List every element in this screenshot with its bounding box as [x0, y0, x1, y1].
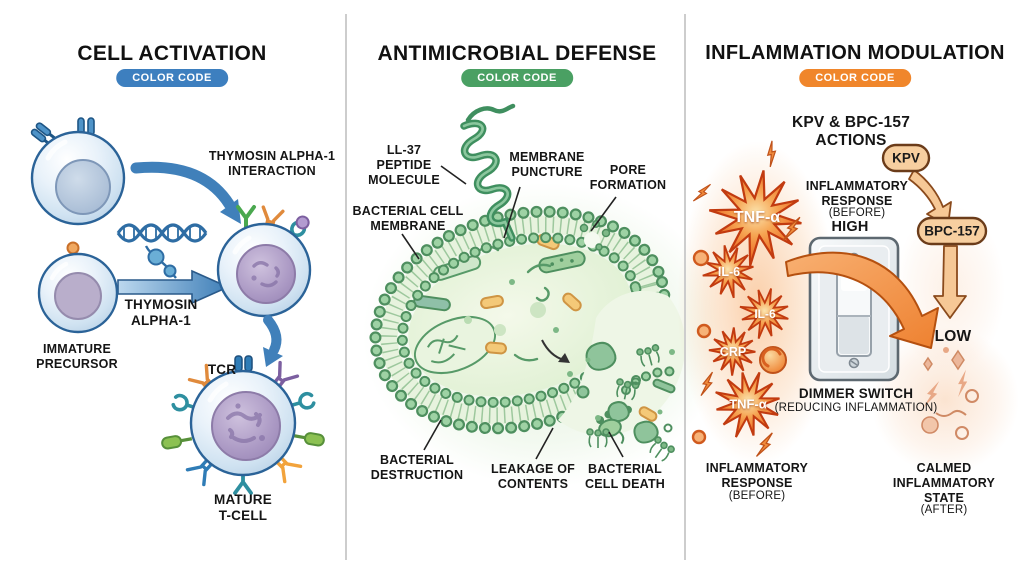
label-low: LOW	[934, 328, 972, 345]
activated-cell-icon	[216, 205, 312, 318]
label-thymosin-alpha1: THYMOSIN ALPHA-1	[124, 297, 198, 328]
label-leakage: LEAKAGE OF CONTENTS	[491, 462, 575, 491]
inflammation-sparks	[691, 139, 802, 460]
label-high: HIGH	[831, 219, 869, 235]
membrane-rupture	[558, 290, 686, 436]
marker-tnf-alpha-2: TNF-α	[729, 396, 767, 412]
inflammation-illustration	[677, 139, 1019, 474]
pointer-lines	[401, 165, 624, 460]
calm-glow	[871, 326, 1019, 474]
panel3-color-code-badge: COLOR CODE	[799, 69, 911, 87]
bpc-pill	[916, 216, 988, 246]
label-inflammatory-before-sub: (BEFORE)	[728, 490, 786, 502]
marker-il6-1: IL-6	[717, 265, 741, 279]
label-immature-precursor: IMMATURE PRECURSOR	[36, 342, 118, 371]
label-ll37: LL-37 PEPTIDE MOLECULE	[368, 143, 440, 187]
label-bacterial-destruction: BACTERIAL DESTRUCTION	[370, 453, 464, 482]
ll37-helix-icon	[460, 103, 516, 242]
panel1-color-code-badge: COLOR CODE	[116, 69, 228, 87]
label-dimmer-sub: (REDUCING INFLAMMATION)	[774, 402, 938, 414]
panel1-title: CELL ACTIVATION	[77, 42, 267, 65]
calmed-state-icon	[921, 347, 979, 440]
label-tcr: TCR	[207, 362, 237, 377]
cell-activation-illustration	[30, 117, 325, 495]
label-membrane-puncture: MEMBRANE PUNCTURE	[509, 150, 585, 179]
leaked-contents-icon	[541, 339, 676, 462]
precursor-cell-top-icon	[30, 117, 126, 226]
reduce-arrow-icon	[785, 251, 939, 349]
panel-divider-left	[345, 14, 347, 560]
label-response-before-sub: (BEFORE)	[828, 207, 886, 219]
thymosin-arrow-icon	[117, 269, 230, 305]
antimicrobial-illustration	[363, 103, 727, 487]
label-calmed-state: CALMED INFLAMMATORY STATE	[892, 461, 996, 505]
label-dimmer-switch: DIMMER SWITCH	[798, 386, 914, 401]
label-response-before: INFLAMMATORY RESPONSE	[805, 179, 909, 208]
panel-divider-right	[684, 14, 686, 560]
kpv-pill	[881, 143, 931, 173]
label-thymosin-interaction: THYMOSIN ALPHA-1 INTERACTION	[208, 149, 336, 178]
peptide-chain-icon	[144, 245, 177, 279]
label-pore-formation: PORE FORMATION	[589, 163, 667, 192]
label-calmed-state-sub: (AFTER)	[920, 504, 968, 516]
marker-tnf-alpha-1: TNF-α	[733, 209, 781, 226]
activation-arrow-icon	[130, 161, 241, 224]
panel3-title: INFLAMMATION MODULATION	[705, 42, 1005, 64]
label-bacterial-membrane: BACTERIAL CELL MEMBRANE	[352, 204, 464, 233]
panel2-color-code-badge: COLOR CODE	[461, 69, 573, 87]
marker-crp: CRP	[719, 345, 747, 359]
maturation-arrow-icon	[263, 315, 283, 367]
label-kpv-bpc-actions: KPV & BPC-157 ACTIONS	[791, 114, 911, 150]
panel2-title: ANTIMICROBIAL DEFENSE	[377, 42, 657, 65]
marker-il6-2: IL-6	[754, 307, 776, 321]
label-mature-t-cell: MATURE T-CELL	[214, 492, 272, 523]
dna-helix-icon	[116, 223, 208, 243]
label-inflammatory-before: INFLAMMATORY RESPONSE	[705, 461, 809, 490]
label-cell-death: BACTERIAL CELL DEATH	[584, 462, 666, 491]
immature-precursor-cell-icon	[37, 241, 119, 334]
mature-t-cell-icon	[161, 355, 325, 495]
bpc-pill-label: BPC-157	[924, 223, 980, 239]
pore-beads	[579, 220, 611, 251]
kpv-pill-label: KPV	[892, 150, 920, 166]
